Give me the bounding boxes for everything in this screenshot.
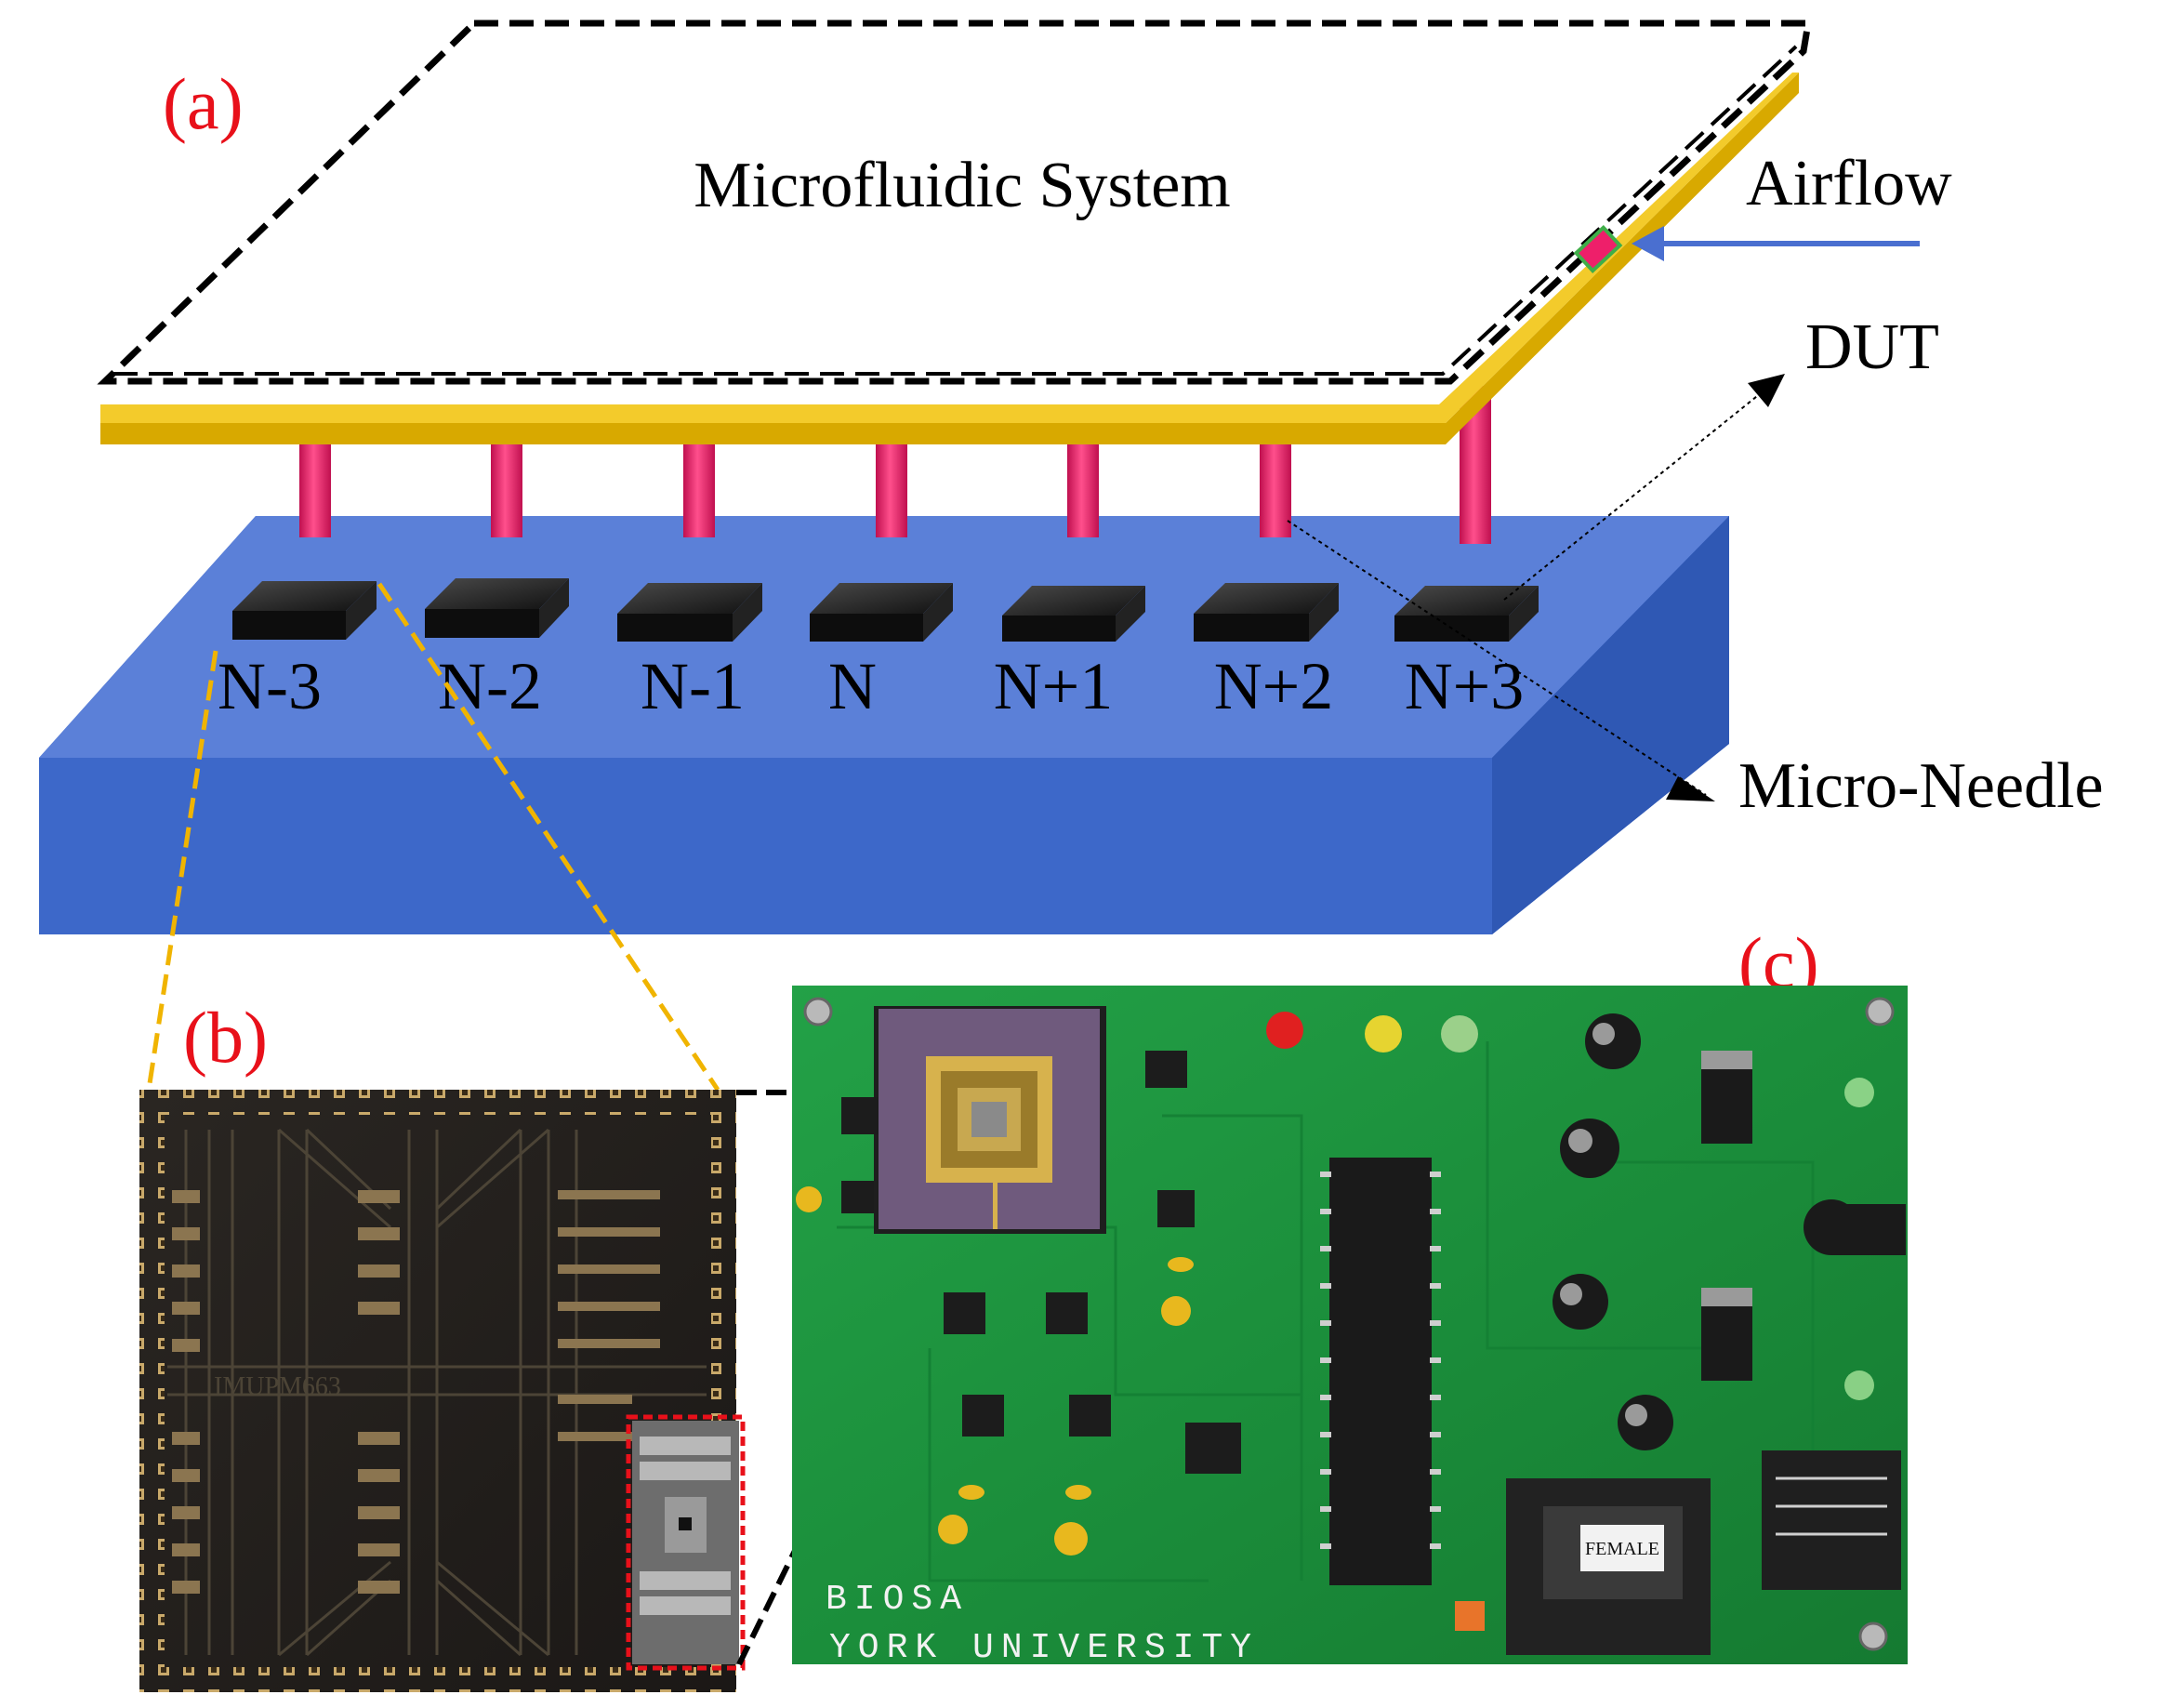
site-label-n+3: N+3 [1405, 649, 1525, 723]
airflow-arrow [1632, 226, 1920, 261]
panel-label-a: (a) [163, 63, 244, 144]
substrate-base [39, 516, 1729, 934]
panel-label-b: (b) [183, 997, 268, 1078]
fluidic-channel [100, 73, 1799, 444]
site-label-n+1: N+1 [994, 649, 1114, 723]
connector-label: FEMALE [1585, 1539, 1659, 1559]
site-label-n+2: N+2 [1214, 649, 1334, 723]
board-text-line2: YORK UNIVERSITY [829, 1628, 1259, 1668]
zoom-guide [146, 582, 720, 1092]
needle-1 [299, 435, 331, 537]
chip-4 [810, 583, 953, 642]
chip-5 [1002, 586, 1145, 642]
microfluidic-system-label: Microfluidic System [694, 150, 1230, 221]
panel-a: N-3 N-2 N-1 N N+1 N+2 N+3 (a) Microfluid… [39, 20, 2104, 934]
dut-label: DUT [1805, 311, 1939, 383]
micro-needle-arrowhead [1666, 776, 1715, 801]
chip-package [874, 1006, 1106, 1234]
site-label-n-2: N-2 [438, 649, 542, 723]
microfluidic-system-outline [97, 20, 1813, 385]
pcb-photo: FEMALE BIOSA YORK UNIVERSITY [792, 986, 1908, 1668]
micro-needle-pointer [1287, 520, 1707, 796]
needle-5 [1067, 435, 1099, 537]
dip-ic [1320, 1158, 1441, 1585]
panel-b: (b) [139, 997, 746, 1692]
panel-c: (c) [792, 922, 1908, 1668]
die-marking: IMUPM663 [214, 1372, 341, 1401]
chip-7 [1394, 586, 1539, 642]
board-text-line1: BIOSA [826, 1580, 969, 1620]
dut-chips [232, 578, 1539, 642]
chip-1 [232, 581, 377, 640]
site-label-n-3: N-3 [218, 649, 322, 723]
die-micrograph: IMUPM663 [139, 1090, 746, 1692]
sensor-highlight [626, 1414, 746, 1671]
needle-3 [683, 435, 715, 537]
chip-2 [425, 578, 569, 638]
chip-3 [617, 583, 762, 642]
micro-needle-label: Micro-Needle [1738, 750, 2104, 822]
db9-connector: FEMALE [1506, 1478, 1711, 1655]
needle-6 [1260, 435, 1291, 537]
micro-needles [299, 386, 1491, 544]
site-label-n: N [828, 649, 877, 723]
dut-arrowhead [1748, 374, 1785, 407]
airflow-label: Airflow [1746, 148, 1952, 219]
needle-2 [491, 435, 522, 537]
site-label-n-1: N-1 [641, 649, 745, 723]
chip-6 [1194, 583, 1339, 642]
site-labels: N-3 N-2 N-1 N N+1 N+2 N+3 [218, 649, 1524, 723]
needle-4 [876, 435, 907, 537]
airflow-inlet [1573, 225, 1623, 273]
dut-pointer [1503, 379, 1777, 601]
